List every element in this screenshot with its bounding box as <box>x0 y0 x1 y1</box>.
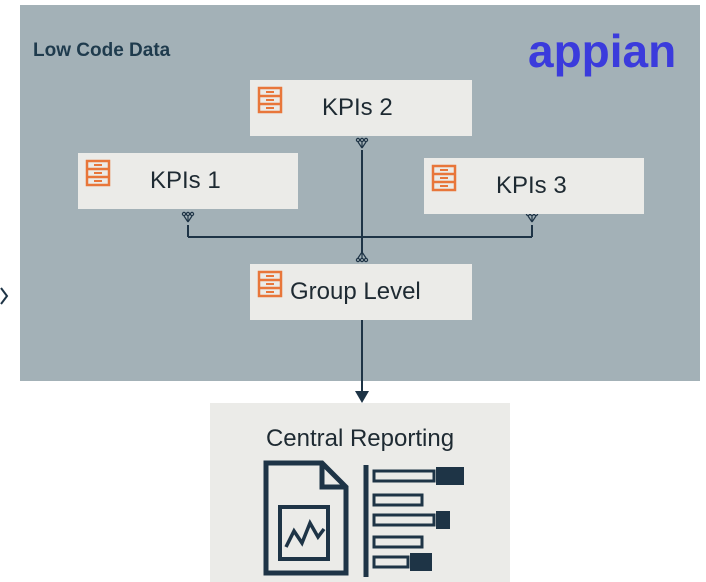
panel-title: Low Code Data <box>33 40 171 61</box>
appian-logo: appian <box>528 25 677 77</box>
node-label: Group Level <box>290 278 421 305</box>
node-label: KPIs 3 <box>496 172 567 199</box>
chevron-right-icon <box>0 287 9 305</box>
node-kpis-2: KPIs 2 <box>250 80 472 136</box>
bar-chart-icon <box>363 465 464 577</box>
arrow-head-icon <box>355 391 369 403</box>
chart-document-icon <box>263 460 349 576</box>
database-icon <box>257 270 283 298</box>
database-icon <box>257 86 283 114</box>
node-label: KPIs 2 <box>322 94 393 121</box>
central-reporting-box: Central Reporting <box>210 403 510 582</box>
node-label: KPIs 1 <box>150 167 221 194</box>
node-kpis-1: KPIs 1 <box>78 153 298 209</box>
database-icon <box>85 159 111 187</box>
merge-connector-icon <box>181 211 195 223</box>
report-title: Central Reporting <box>265 425 455 452</box>
node-group-level: Group Level <box>250 264 472 320</box>
split-connector-icon <box>355 251 369 263</box>
merge-connector-icon <box>355 137 369 149</box>
node-kpis-3: KPIs 3 <box>424 158 644 214</box>
database-icon <box>431 164 457 192</box>
